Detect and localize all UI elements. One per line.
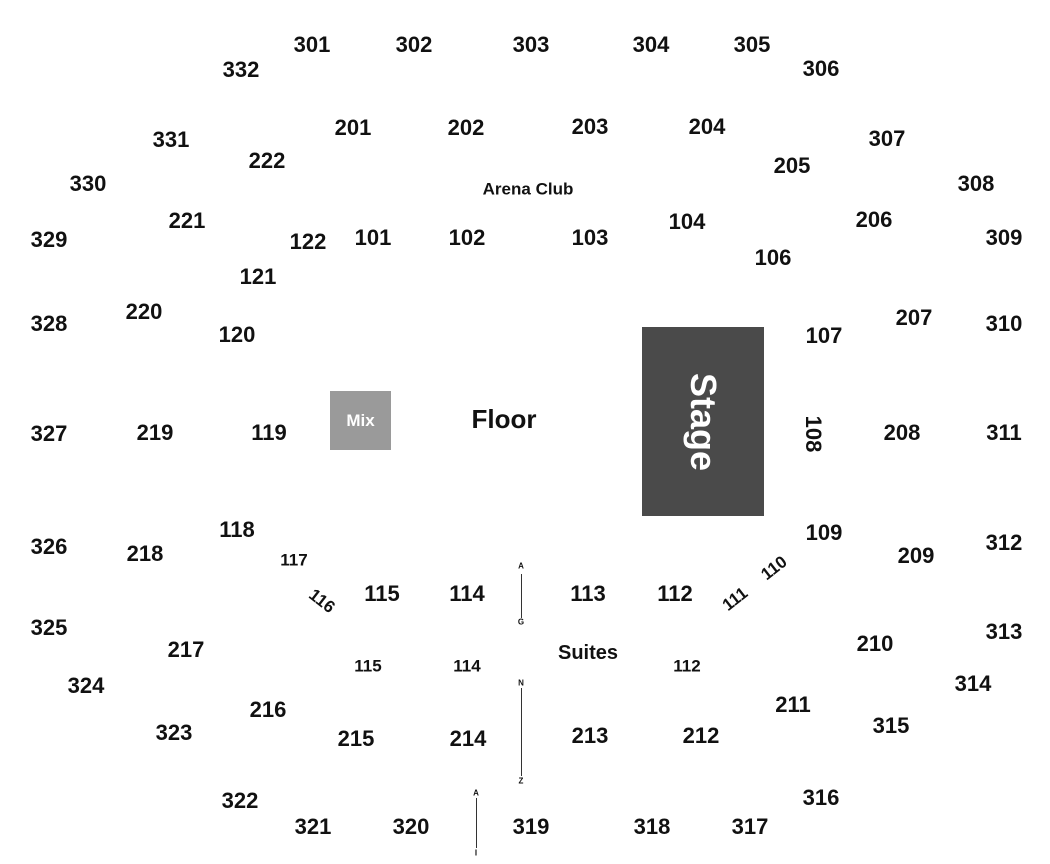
section-322[interactable]: 322 [221, 788, 259, 813]
section-329[interactable]: 329 [30, 227, 68, 252]
section-104[interactable]: 104 [668, 209, 706, 234]
section-122[interactable]: 122 [289, 229, 327, 254]
section-325[interactable]: 325 [30, 615, 68, 640]
section-324[interactable]: 324 [67, 673, 105, 698]
section-302[interactable]: 302 [395, 32, 433, 57]
section-317[interactable]: 317 [731, 814, 769, 839]
section-210[interactable]: 210 [856, 631, 894, 656]
stage-label: Stage [683, 372, 724, 471]
aisle-line [521, 574, 522, 618]
section-211[interactable]: 211 [775, 692, 811, 717]
section-309[interactable]: 309 [985, 225, 1023, 250]
suite-115[interactable]: 115 [354, 656, 382, 676]
section-206[interactable]: 206 [855, 207, 893, 232]
section-216[interactable]: 216 [249, 697, 287, 722]
section-118[interactable]: 118 [219, 517, 255, 542]
section-218[interactable]: 218 [126, 541, 164, 566]
floor-label[interactable]: Floor [471, 404, 537, 434]
section-107[interactable]: 107 [805, 323, 843, 348]
section-316[interactable]: 316 [802, 785, 840, 810]
section-332[interactable]: 332 [222, 57, 260, 82]
section-209[interactable]: 209 [897, 543, 935, 568]
section-303[interactable]: 303 [512, 32, 550, 57]
section-331[interactable]: 331 [152, 127, 190, 152]
section-201[interactable]: 201 [334, 115, 372, 140]
section-320[interactable]: 320 [392, 814, 430, 839]
section-326[interactable]: 326 [30, 534, 68, 559]
section-113[interactable]: 113 [570, 581, 606, 606]
section-103[interactable]: 103 [571, 225, 609, 250]
section-305[interactable]: 305 [733, 32, 771, 57]
row-marker: N [518, 678, 524, 688]
section-219[interactable]: 219 [136, 420, 174, 445]
suite-114[interactable]: 114 [453, 656, 481, 676]
row-marker: A [473, 788, 479, 798]
stage-area[interactable]: Stage [642, 327, 764, 516]
aisle-line [521, 688, 522, 776]
aisle-line [476, 798, 477, 848]
section-304[interactable]: 304 [632, 32, 670, 57]
section-101[interactable]: 101 [354, 225, 392, 250]
mix-label: Mix [346, 410, 375, 430]
section-214[interactable]: 214 [449, 726, 487, 751]
section-120[interactable]: 120 [218, 322, 256, 347]
section-323[interactable]: 323 [155, 720, 193, 745]
section-313[interactable]: 313 [985, 619, 1023, 644]
section-301[interactable]: 301 [293, 32, 331, 57]
section-116[interactable]: 116 [305, 585, 339, 617]
section-220[interactable]: 220 [125, 299, 163, 324]
section-102[interactable]: 102 [448, 225, 486, 250]
section-307[interactable]: 307 [868, 126, 906, 151]
section-109[interactable]: 109 [805, 520, 843, 545]
section-117[interactable]: 117 [280, 550, 308, 570]
section-207[interactable]: 207 [895, 305, 933, 330]
section-119[interactable]: 119 [251, 420, 287, 445]
section-306[interactable]: 306 [802, 56, 840, 81]
section-204[interactable]: 204 [688, 114, 726, 139]
section-110[interactable]: 110 [757, 552, 791, 584]
section-330[interactable]: 330 [69, 171, 107, 196]
section-327[interactable]: 327 [30, 421, 68, 446]
section-310[interactable]: 310 [985, 311, 1023, 336]
section-213[interactable]: 213 [571, 723, 609, 748]
section-312[interactable]: 312 [985, 530, 1023, 555]
section-202[interactable]: 202 [447, 115, 485, 140]
section-222[interactable]: 222 [248, 148, 286, 173]
section-217[interactable]: 217 [167, 637, 205, 662]
suites-label[interactable]: Suites [557, 642, 619, 664]
section-203[interactable]: 203 [571, 114, 609, 139]
arena-club-label[interactable]: Arena Club [482, 179, 574, 199]
section-108[interactable]: 108 [801, 415, 826, 453]
section-311[interactable]: 311 [986, 420, 1022, 445]
section-321[interactable]: 321 [294, 814, 332, 839]
section-205[interactable]: 205 [773, 153, 811, 178]
section-112[interactable]: 112 [657, 581, 693, 606]
section-315[interactable]: 315 [872, 713, 910, 738]
section-212[interactable]: 212 [682, 723, 720, 748]
suite-112[interactable]: 112 [673, 656, 701, 676]
mix-area[interactable]: Mix [330, 391, 391, 450]
section-318[interactable]: 318 [633, 814, 671, 839]
section-121[interactable]: 121 [239, 264, 277, 289]
section-114[interactable]: 114 [449, 581, 485, 606]
section-208[interactable]: 208 [883, 420, 921, 445]
row-marker: Z [518, 776, 524, 786]
row-marker: I [474, 848, 478, 858]
section-319[interactable]: 319 [512, 814, 550, 839]
section-314[interactable]: 314 [954, 671, 992, 696]
row-marker: A [518, 561, 524, 571]
section-221[interactable]: 221 [168, 208, 206, 233]
row-marker: G [517, 617, 525, 627]
section-328[interactable]: 328 [30, 311, 68, 336]
section-111[interactable]: 111 [718, 583, 752, 615]
section-215[interactable]: 215 [337, 726, 375, 751]
section-106[interactable]: 106 [754, 245, 792, 270]
section-115[interactable]: 115 [364, 581, 400, 606]
section-308[interactable]: 308 [957, 171, 995, 196]
